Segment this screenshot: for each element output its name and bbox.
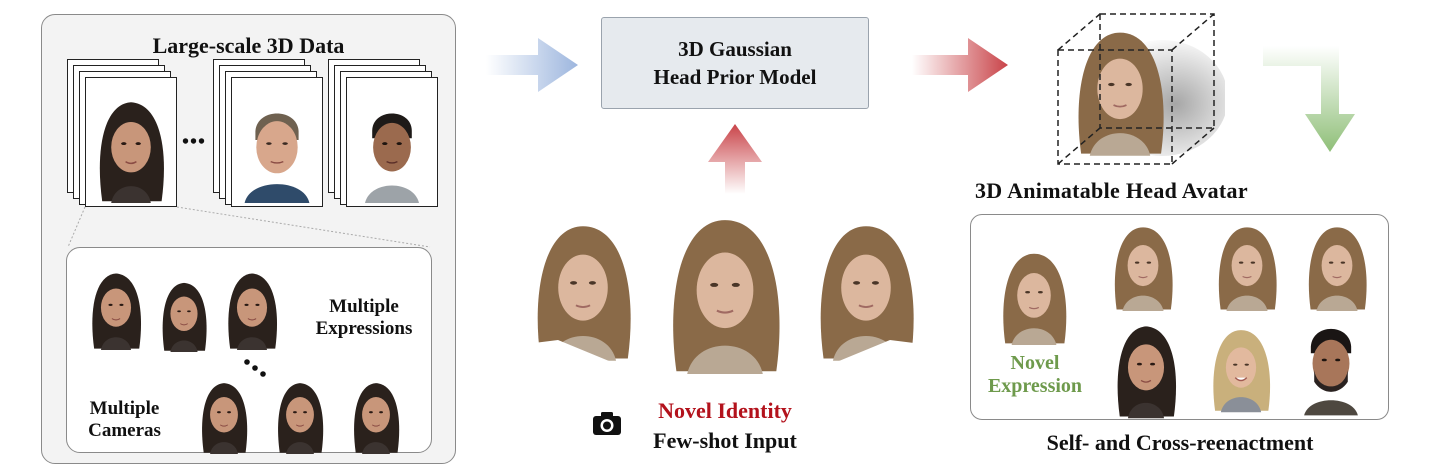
diagonal-ellipsis [244, 359, 266, 377]
identity-photo [346, 77, 438, 207]
face-photo-cam-1 [201, 382, 248, 454]
identity-stack-1 [67, 59, 187, 214]
green-elbow-arrow [1263, 46, 1355, 152]
blue-arrow [486, 38, 578, 92]
face-photo-self-2 [1218, 226, 1278, 311]
camera-icon [593, 412, 621, 435]
multiple-cameras-label: Multiple Cameras [88, 398, 161, 441]
face-photo-cross-1 [1116, 325, 1177, 419]
multiple-expressions-label: Multiple Expressions [315, 296, 413, 339]
data-panel: Large-scale 3D Data ••• [41, 14, 456, 464]
head-prior-model-box: 3D Gaussian Head Prior Model [601, 17, 869, 109]
face-photo-self-1 [1114, 226, 1174, 311]
face-photo-cross-2 [1212, 329, 1271, 414]
expression-camera-panel: Multiple Expressions Multiple Cameras [66, 247, 432, 454]
reenactment-title: Self- and Cross-reenactment [1046, 430, 1314, 455]
identity-stack-3 [328, 59, 448, 214]
face-photo-cam-3 [353, 382, 400, 454]
face-photo-cross-3 [1304, 328, 1358, 416]
face-photo-expr-2 [162, 282, 208, 352]
novel-expression-label: Novel Expression [987, 352, 1083, 397]
avatar-title: 3D Animatable Head Avatar [975, 178, 1248, 203]
data-panel-title: Large-scale 3D Data [152, 33, 345, 58]
identity-photo [85, 77, 177, 207]
reenactment-panel [970, 214, 1389, 420]
face-photo-self-3 [1308, 226, 1368, 311]
few-shot-photo-center [672, 218, 781, 374]
identity-stack-2 [213, 59, 333, 214]
prior-model-line2: Head Prior Model [653, 65, 817, 89]
face-photo-expr-1 [91, 272, 142, 350]
face-photo-expr-3 [227, 272, 278, 350]
red-arrow-right [912, 38, 1008, 92]
ellipsis: ••• [182, 131, 207, 153]
face-photo-novel-expression [1002, 253, 1068, 345]
prior-model-line1: 3D Gaussian [678, 37, 792, 61]
few-shot-photo-left [518, 225, 643, 390]
zoom-guide-lines [67, 206, 431, 248]
novel-identity-label: Novel Identity [658, 398, 792, 423]
avatar-cube [1057, 13, 1225, 165]
few-shot-photo-right [805, 225, 930, 390]
identity-photo [231, 77, 323, 207]
face-photo-cam-2 [277, 382, 324, 454]
red-arrow-up [708, 124, 762, 194]
few-shot-input-label: Few-shot Input [653, 428, 797, 453]
